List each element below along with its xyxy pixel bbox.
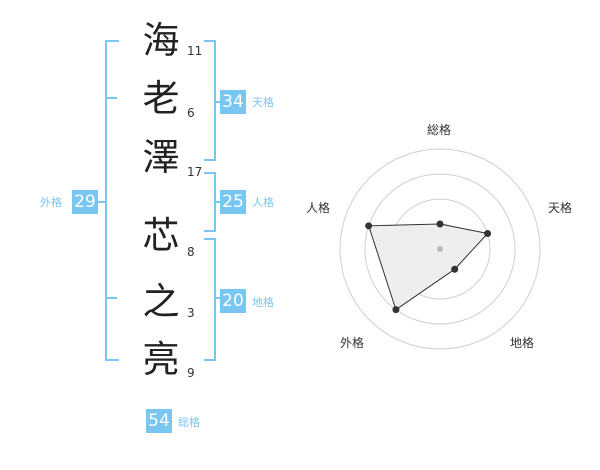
radar-point-1 <box>436 220 444 228</box>
radar-data-polygon <box>368 223 489 311</box>
stroke-count-2: 6 <box>187 106 195 120</box>
stroke-count-6: 9 <box>187 366 195 380</box>
gaikaku-badge: 29 <box>72 190 98 214</box>
jinkaku-badge: 25 <box>220 190 246 214</box>
chikaku-label: 地格 <box>252 296 274 309</box>
name-char-3: 澤 <box>142 136 180 179</box>
radar-point-4 <box>392 306 400 314</box>
tenkaku-label: 天格 <box>252 96 274 109</box>
gaikaku-bracket-tick <box>96 201 106 203</box>
gaikaku-bracket <box>105 40 119 361</box>
radar-axis-label-chikaku: 地格 <box>510 336 535 350</box>
gaikaku-label: 外格 <box>40 196 62 209</box>
radar-axis-label-tenkaku: 天格 <box>548 201 573 215</box>
tenkaku-bracket <box>204 40 216 161</box>
soukaku-label: 総格 <box>178 416 200 429</box>
tenkaku-bracket-tick <box>214 101 220 103</box>
radar-center-dot <box>437 246 443 252</box>
radar-axis-label-soukaku: 総格 <box>427 123 452 137</box>
name-char-4: 芯 <box>142 214 180 257</box>
radar-grid-ring <box>364 173 516 325</box>
name-char-5: 之 <box>142 280 180 323</box>
radar-point-5 <box>365 222 373 230</box>
radar-point-3 <box>451 265 459 273</box>
chikaku-badge: 20 <box>220 289 246 313</box>
radar-axis-label-gaikaku: 外格 <box>340 336 365 350</box>
left-bracket-mark-2 <box>105 297 117 299</box>
chikaku-bracket-tick <box>214 297 220 299</box>
name-char-6: 亮 <box>142 338 180 381</box>
left-bracket-mark-1 <box>105 97 117 99</box>
name-char-2: 老 <box>142 77 180 120</box>
radar-grid-ring <box>339 148 541 350</box>
stroke-count-4: 8 <box>187 245 195 259</box>
tenkaku-badge: 34 <box>220 90 246 114</box>
radar-points <box>365 220 492 314</box>
name-char-1: 海 <box>142 19 180 62</box>
soukaku-badge: 54 <box>146 409 172 433</box>
radar-axis-label-jinkaku: 人格 <box>306 201 331 215</box>
stroke-count-3: 17 <box>187 165 203 179</box>
chikaku-bracket <box>204 238 216 361</box>
radar-point-2 <box>484 230 492 238</box>
jinkaku-bracket-tick <box>214 201 220 203</box>
jinkaku-label: 人格 <box>252 196 274 209</box>
stroke-count-5: 3 <box>187 306 195 320</box>
stroke-count-1: 11 <box>187 44 203 58</box>
